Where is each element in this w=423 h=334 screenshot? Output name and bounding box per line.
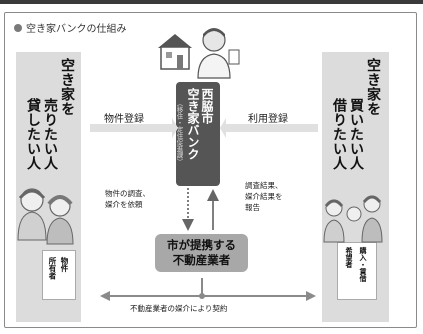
owner-role-b: 所有者 [48, 257, 57, 280]
akiya-bank-box: 西脇市 空き家バンク （移住・定住促進課） [175, 82, 220, 186]
bank-sub: （移住・定住促進課） [175, 100, 183, 165]
diagram-title: 空き家バンクの仕組み [14, 20, 127, 35]
label-report: 調査結果、 媒介結果を 報告 [245, 181, 283, 212]
user-role-a: 購入・賃借 [359, 247, 367, 282]
arrow-user-registration [220, 118, 318, 138]
user-role-box: 購入・賃借 希望者 [337, 242, 377, 300]
realtor-line1: 市が提携する [167, 238, 236, 252]
owners-couple-icon [17, 188, 74, 245]
bank-line2: 空き家バンク [186, 88, 200, 160]
label-user-registration: 利用登録 [248, 114, 288, 125]
owner-heading-col2: 売りたい人 [42, 98, 58, 171]
realtor-box: 市が提携する 不動産業者 [155, 234, 248, 272]
owner-role-a: 物件 [60, 257, 69, 272]
house-icon [158, 34, 192, 70]
family-icon [323, 195, 383, 243]
arrow-contract [100, 278, 316, 301]
owner-heading-col3: 貸したい人 [25, 98, 41, 171]
diagram-frame [4, 12, 417, 328]
bank-line1: 西脇市 [200, 88, 214, 124]
realtor-line2: 不動産業者 [172, 253, 231, 267]
label-request: 物件の調査、 媒介を依頼 [105, 189, 150, 209]
user-role-b: 希望者 [345, 247, 353, 268]
user-heading-col2: 買いたい人 [348, 98, 364, 171]
dot-icon [14, 23, 22, 32]
arrow-property-registration [90, 118, 178, 138]
owner-role-box: 物件 所有者 [42, 250, 76, 300]
label-property-registration: 物件登録 [104, 114, 144, 125]
user-heading-col3: 借りたい人 [331, 98, 347, 171]
owner-heading-col1: 空き家を [59, 58, 75, 116]
user-heading-col1: 空き家を [365, 58, 381, 116]
label-contract: 不動産業者の媒介により契約 [130, 304, 228, 313]
staff-person-icon [197, 28, 240, 79]
top-rule [0, 0, 423, 4]
